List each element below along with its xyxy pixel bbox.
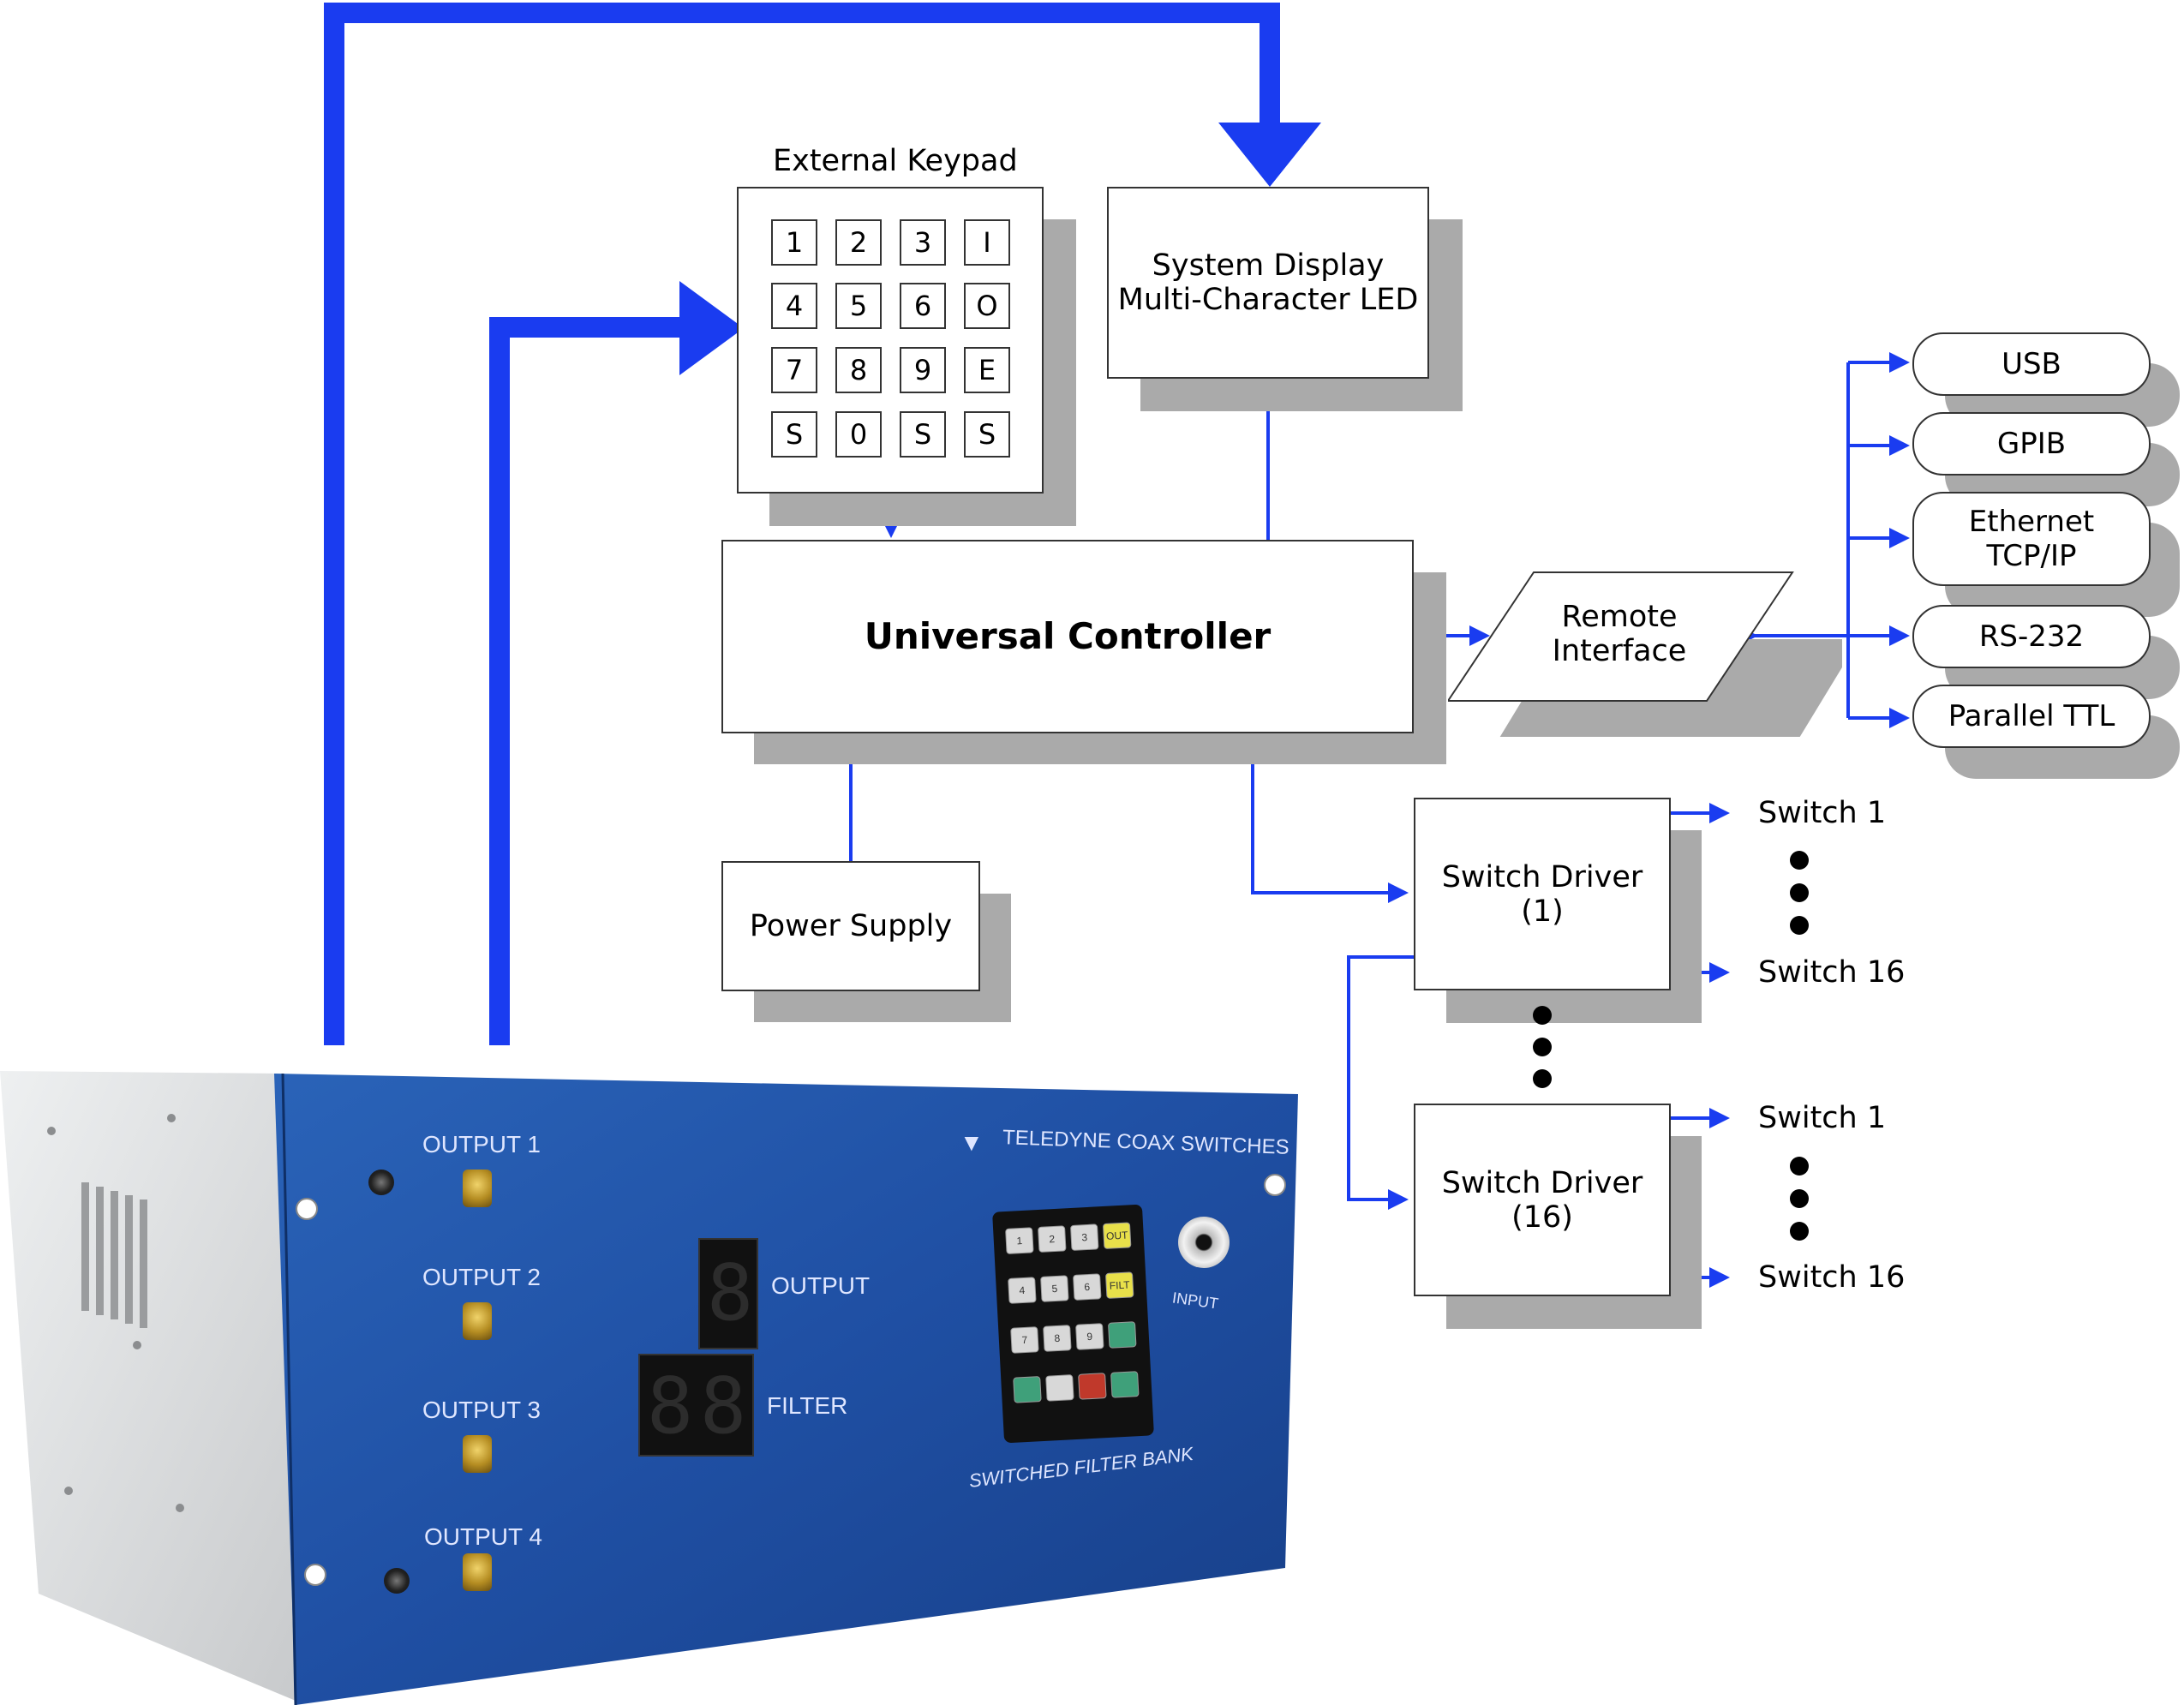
keypad-key: 4 xyxy=(771,283,817,329)
switch-driver-16-line1: Switch Driver xyxy=(1441,1165,1643,1200)
interface-parallel-ttl: Parallel TTL xyxy=(1912,685,2151,748)
interface-ethernet-tcp-ip: Ethernet TCP/IP xyxy=(1912,492,2151,586)
filter-display-label: FILTER xyxy=(767,1392,848,1419)
rack-hole-icon xyxy=(304,1564,326,1586)
keypad-key: S xyxy=(964,411,1010,458)
output-2-connector[interactable] xyxy=(463,1302,492,1340)
keypad-key: 2 xyxy=(835,219,882,266)
system-display-box: System Display Multi-Character LED xyxy=(1107,187,1429,379)
rack-hole-icon xyxy=(296,1198,318,1220)
ellipsis-dot xyxy=(1790,1189,1809,1208)
front-keypad-key[interactable] xyxy=(1045,1374,1074,1402)
output-3-connector[interactable] xyxy=(463,1435,492,1473)
front-keypad-key[interactable] xyxy=(1078,1373,1107,1400)
segment-digit-icon: 8 xyxy=(707,1248,754,1338)
switch-driver-1-line1: Switch Driver xyxy=(1441,859,1643,894)
switched-filter-bank-device: OUTPUT 1 OUTPUT 2 OUTPUT 3 OUTPUT 4 ▼ TE… xyxy=(0,1011,1337,1705)
front-keypad-key[interactable]: 8 xyxy=(1043,1325,1072,1352)
front-keypad-key[interactable]: 3 xyxy=(1069,1223,1099,1251)
front-keypad-key[interactable]: 7 xyxy=(1010,1326,1039,1354)
input-connector-icon[interactable] xyxy=(1178,1217,1230,1268)
device-to-keypad-arrow xyxy=(489,317,685,1045)
ellipsis-dot xyxy=(1790,1157,1809,1176)
switch-driver-1-box: Switch Driver (1) xyxy=(1414,798,1671,990)
ellipsis-dot xyxy=(1790,883,1809,902)
driver16-switch-first-label: Switch 1 xyxy=(1758,1101,1887,1135)
keypad-key: E xyxy=(964,347,1010,393)
segment-digit-icon: 8 xyxy=(700,1361,747,1451)
output-2-label: OUTPUT 2 xyxy=(422,1264,541,1290)
output-display-label: OUTPUT xyxy=(771,1272,871,1299)
front-keypad-key[interactable] xyxy=(1107,1321,1137,1349)
keypad-key: S xyxy=(771,411,817,458)
keypad-key: O xyxy=(964,283,1010,329)
front-keypad-key[interactable]: 9 xyxy=(1075,1323,1104,1350)
keypad-key: I xyxy=(964,219,1010,266)
power-supply-label: Power Supply xyxy=(749,909,953,943)
ellipsis-dot xyxy=(1533,1006,1552,1025)
keypad-key: 5 xyxy=(835,283,882,329)
front-keypad-key[interactable]: OUT xyxy=(1102,1222,1132,1249)
power-supply-box: Power Supply xyxy=(721,861,980,991)
panel-screw-icon xyxy=(384,1568,410,1594)
driver1-switch-last-label: Switch 16 xyxy=(1758,955,1906,990)
keypad-key: S xyxy=(900,411,946,458)
interface-gpib: GPIB xyxy=(1912,412,2151,476)
keypad-key: 3 xyxy=(900,219,946,266)
device-to-display-arrow xyxy=(324,3,1280,1045)
system-display-line1: System Display xyxy=(1152,248,1385,283)
rack-hole-icon xyxy=(1264,1174,1286,1196)
remote-interface-line2: Interface xyxy=(1552,634,1687,668)
ellipsis-dot xyxy=(1790,916,1809,935)
output-3-label: OUTPUT 3 xyxy=(422,1397,541,1423)
output-seven-segment-display: 8 xyxy=(698,1238,758,1349)
switch-driver-16-box: Switch Driver (16) xyxy=(1414,1104,1671,1296)
panel-screw-icon xyxy=(368,1170,394,1195)
driver1-to-driver16-wire xyxy=(1347,955,1414,1210)
ellipsis-dot xyxy=(1790,851,1809,870)
universal-controller-label: Universal Controller xyxy=(864,615,1272,657)
output-1-label: OUTPUT 1 xyxy=(422,1131,541,1158)
brand-logo-icon: ▼ xyxy=(960,1129,984,1156)
front-keypad-key[interactable] xyxy=(1110,1371,1140,1398)
switch-driver-16-line2: (16) xyxy=(1511,1199,1573,1235)
keypad-key: 9 xyxy=(900,347,946,393)
front-keypad-key[interactable] xyxy=(1013,1376,1042,1403)
front-keypad-key[interactable]: FILT xyxy=(1104,1271,1134,1299)
keypad-arrowhead xyxy=(679,281,744,375)
remote-interface-shape xyxy=(1448,571,1842,737)
switch-driver-1-line2: (1) xyxy=(1521,894,1564,929)
driver16-switch-last-label: Switch 16 xyxy=(1758,1260,1906,1295)
ellipsis-dot xyxy=(1533,1038,1552,1056)
output-4-connector[interactable] xyxy=(463,1553,492,1591)
controller-to-driver1-wire xyxy=(1251,733,1409,903)
keypad-key: 6 xyxy=(900,283,946,329)
filter-seven-segment-display: 8 8 xyxy=(638,1354,754,1457)
display-arrowhead xyxy=(1218,123,1321,187)
system-display-line2: Multi-Character LED xyxy=(1117,283,1419,317)
keypad-title: External Keypad xyxy=(773,144,1018,178)
front-keypad-key[interactable]: 5 xyxy=(1040,1275,1069,1302)
keypad-key: 8 xyxy=(835,347,882,393)
remote-interface-line1: Remote xyxy=(1561,600,1678,634)
keypad-key: 1 xyxy=(771,219,817,266)
driver1-switch-first-label: Switch 1 xyxy=(1758,796,1887,830)
universal-controller-box: Universal Controller xyxy=(721,540,1414,733)
keypad-key: 7 xyxy=(771,347,817,393)
output-4-label: OUTPUT 4 xyxy=(424,1523,542,1550)
front-keypad-key[interactable]: 1 xyxy=(1005,1227,1034,1254)
interface-usb: USB xyxy=(1912,332,2151,396)
segment-digit-icon: 8 xyxy=(647,1361,694,1451)
remote-interface-label: Remote Interface xyxy=(1491,600,1748,668)
ellipsis-dot xyxy=(1790,1222,1809,1241)
front-keypad-key[interactable]: 4 xyxy=(1008,1277,1037,1304)
front-keypad-key[interactable]: 6 xyxy=(1073,1273,1102,1301)
ellipsis-dot xyxy=(1533,1069,1552,1088)
keypad-key: 0 xyxy=(835,411,882,458)
front-keypad-key[interactable]: 2 xyxy=(1038,1225,1067,1253)
interface-rs-232: RS-232 xyxy=(1912,605,2151,668)
output-1-connector[interactable] xyxy=(463,1170,492,1207)
